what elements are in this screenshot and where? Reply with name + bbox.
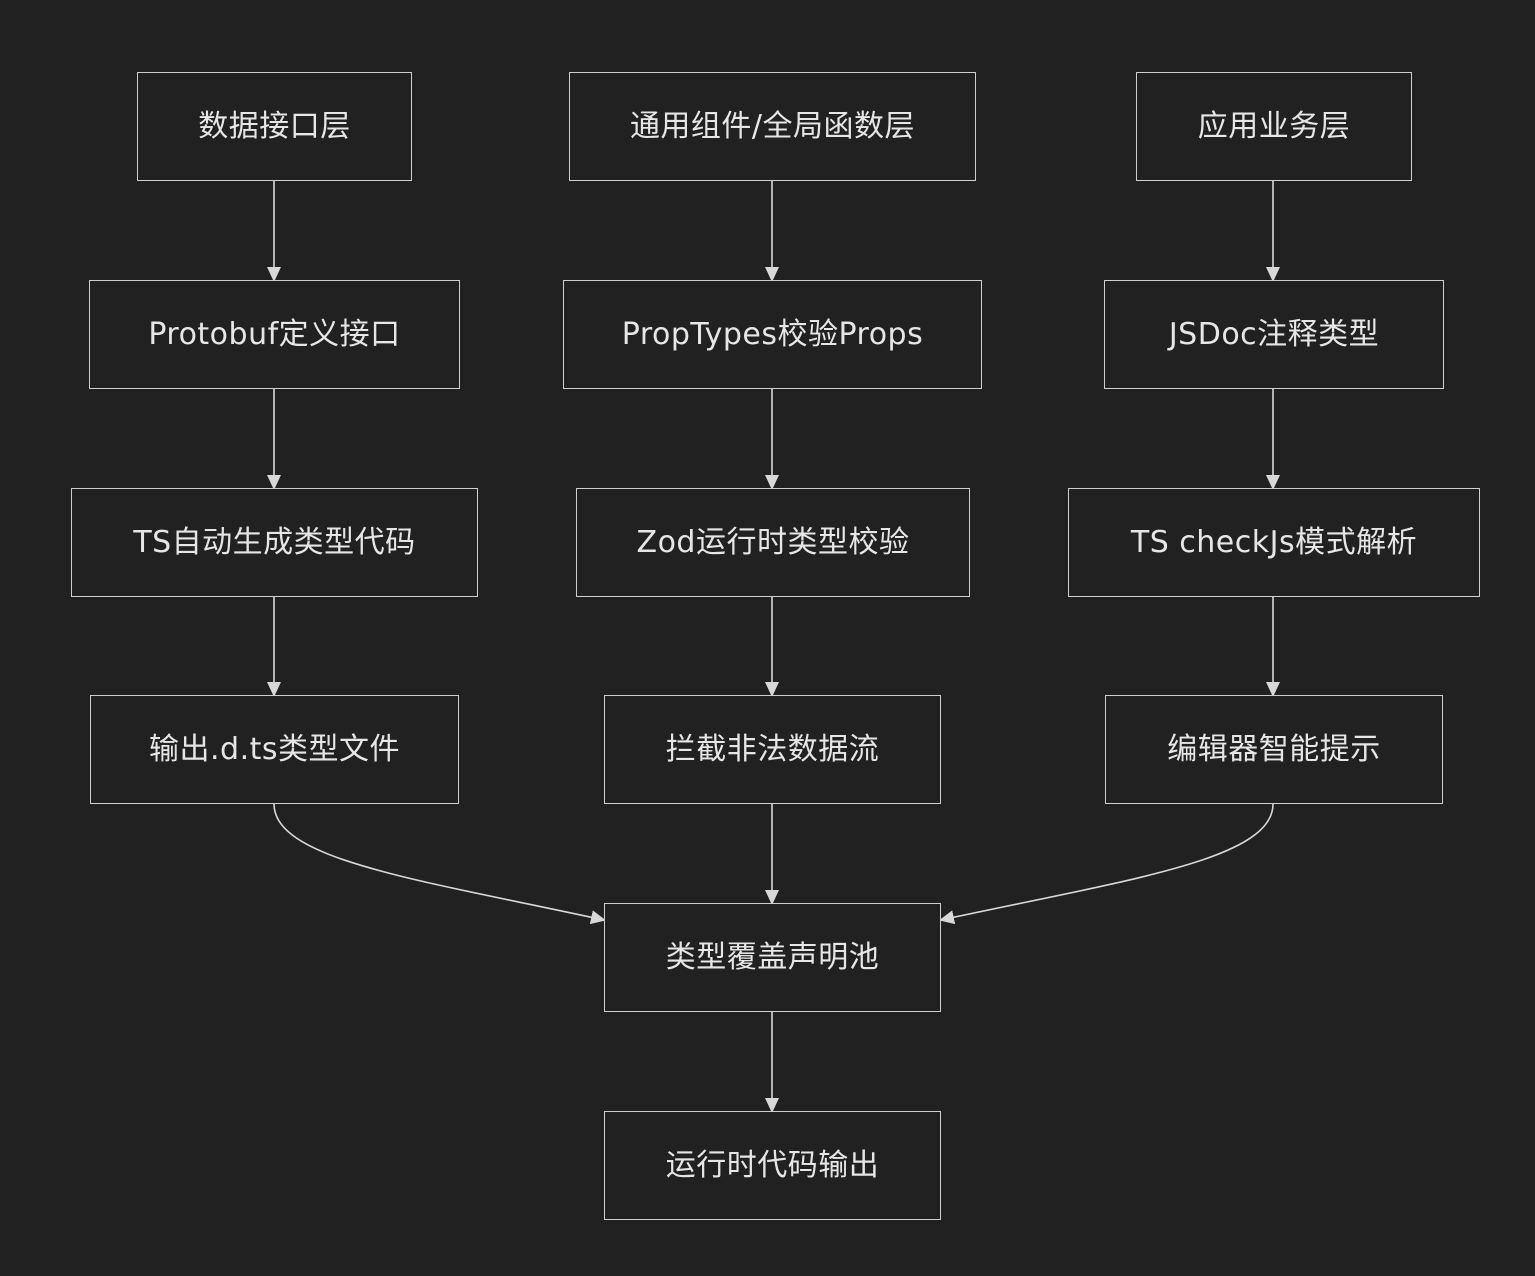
node-label: PropTypes校验Props bbox=[621, 316, 924, 352]
node-runtime-output[interactable]: 运行时代码输出 bbox=[604, 1111, 941, 1220]
node-jsdoc-types[interactable]: JSDoc注释类型 bbox=[1104, 280, 1444, 389]
node-label: 数据接口层 bbox=[198, 108, 351, 144]
node-label: 拦截非法数据流 bbox=[665, 731, 880, 767]
node-app-business-layer[interactable]: 应用业务层 bbox=[1136, 72, 1412, 181]
node-ts-checkjs[interactable]: TS checkJs模式解析 bbox=[1068, 488, 1480, 597]
node-label: TS自动生成类型代码 bbox=[133, 524, 416, 560]
node-proptypes-check[interactable]: PropTypes校验Props bbox=[563, 280, 982, 389]
node-type-coverage[interactable]: 类型覆盖声明池 bbox=[604, 903, 941, 1012]
node-label: 编辑器智能提示 bbox=[1167, 731, 1381, 767]
node-zod-runtime-check[interactable]: Zod运行时类型校验 bbox=[576, 488, 970, 597]
node-ts-codegen[interactable]: TS自动生成类型代码 bbox=[71, 488, 478, 597]
node-label: JSDoc注释类型 bbox=[1168, 316, 1380, 352]
node-label: 运行时代码输出 bbox=[665, 1147, 880, 1183]
node-label: 应用业务层 bbox=[1197, 108, 1351, 144]
node-label: TS checkJs模式解析 bbox=[1130, 524, 1418, 560]
node-label: 类型覆盖声明池 bbox=[665, 939, 880, 975]
node-common-components-layer[interactable]: 通用组件/全局函数层 bbox=[569, 72, 976, 181]
node-protobuf-define[interactable]: Protobuf定义接口 bbox=[89, 280, 460, 389]
node-label: 输出.d.ts类型文件 bbox=[148, 731, 400, 767]
node-label: Protobuf定义接口 bbox=[148, 316, 401, 352]
node-label: Zod运行时类型校验 bbox=[636, 524, 910, 560]
edge-output-dts-to-type-coverage bbox=[273, 803, 606, 925]
edge-editor-hints-to-type-coverage bbox=[939, 803, 1274, 925]
node-output-dts[interactable]: 输出.d.ts类型文件 bbox=[90, 695, 459, 804]
node-label: 通用组件/全局函数层 bbox=[629, 108, 916, 144]
node-data-interface-layer[interactable]: 数据接口层 bbox=[137, 72, 412, 181]
node-editor-hints[interactable]: 编辑器智能提示 bbox=[1105, 695, 1443, 804]
node-block-invalid-data[interactable]: 拦截非法数据流 bbox=[604, 695, 941, 804]
